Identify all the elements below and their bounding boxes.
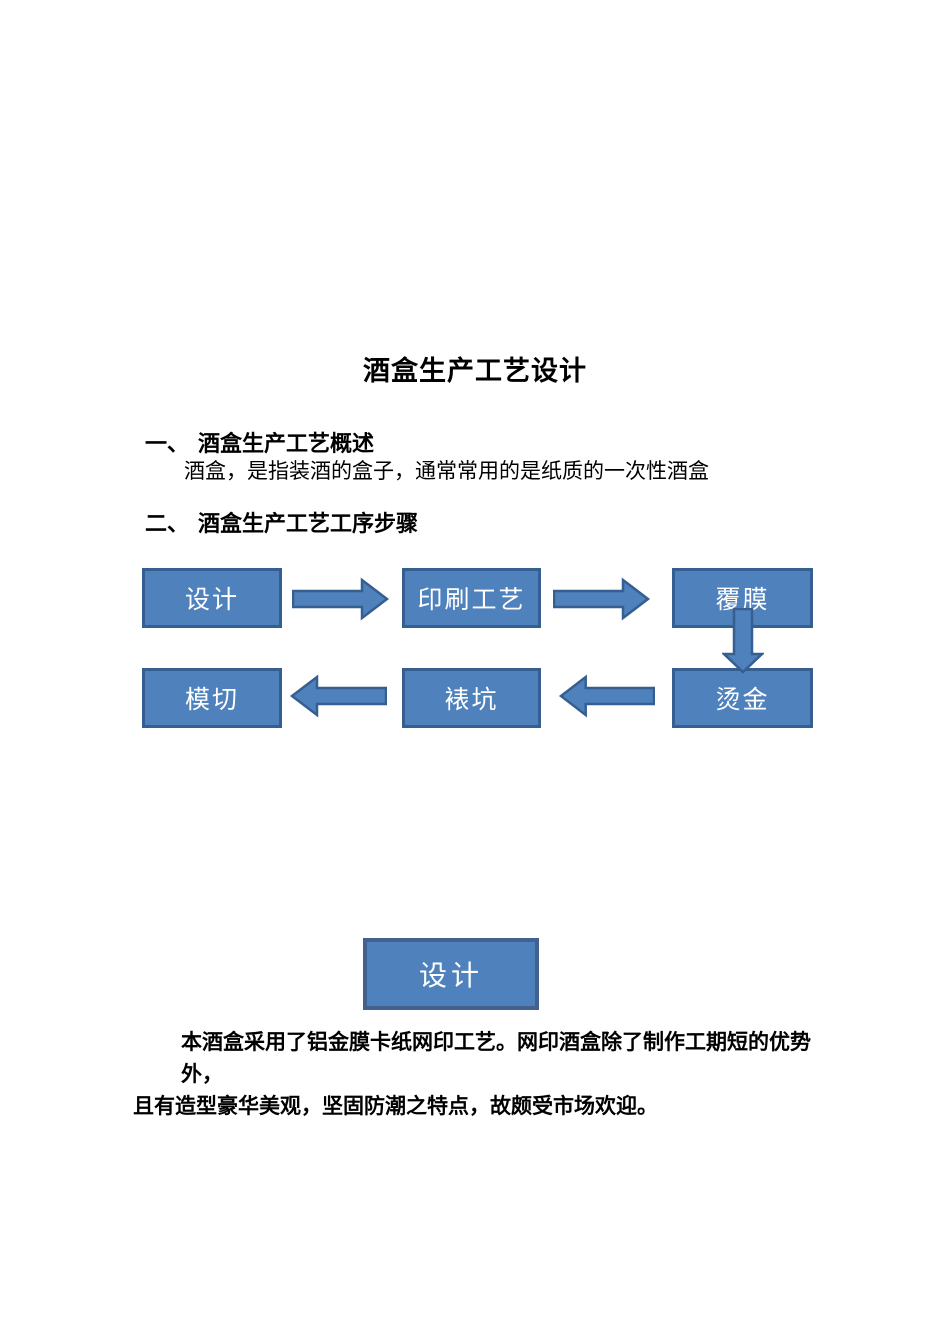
flow-box-design: 设计	[142, 568, 282, 628]
section-1-body-text: 酒盒，是指装酒的盒子，通常常用的是纸质的一次性酒盒	[184, 459, 709, 483]
arrow-left-icon	[558, 674, 655, 718]
arrow-right-icon	[553, 577, 651, 621]
section-1-number: 一、	[145, 431, 190, 456]
footer-line: 本酒盒采用了铝金膜卡纸网印工艺。网印酒盒除了制作工期短的优势外，	[181, 1030, 811, 1086]
section-2-number: 二、	[145, 511, 190, 536]
flow-box-mounting-label: 裱坑	[444, 687, 499, 714]
flow-box-hot-stamping-label: 烫金	[715, 687, 770, 714]
standalone-design-box-label: 设计	[418, 961, 483, 992]
standalone-design-box: 设计	[363, 938, 539, 1010]
flow-box-printing-label: 印刷工艺	[417, 587, 526, 614]
section-1-heading-text: 酒盒生产工艺概述	[198, 431, 375, 456]
flow-box-design-label: 设计	[184, 587, 239, 614]
arrow-down-icon	[722, 608, 764, 674]
footer-paragraph: 本酒盒采用了铝金膜卡纸网印工艺。网印酒盒除了制作工期短的优势外， 且有造型豪华美…	[133, 1026, 838, 1122]
section-1-heading: 一、酒盒生产工艺概述	[145, 426, 374, 458]
footer-line: 且有造型豪华美观，坚固防潮之特点，故颇受市场欢迎。	[133, 1094, 658, 1118]
flow-box-hot-stamping: 烫金	[672, 668, 813, 728]
flow-box-mounting: 裱坑	[402, 668, 541, 728]
flow-box-die-cutting: 模切	[142, 668, 282, 728]
flow-box-die-cutting-label: 模切	[184, 687, 239, 714]
arrow-right-icon	[292, 577, 390, 621]
arrow-left-icon	[289, 674, 387, 718]
section-2-heading: 二、酒盒生产工艺工序步骤	[145, 506, 418, 538]
flow-box-printing: 印刷工艺	[402, 568, 541, 628]
document-title: 酒盒生产工艺设计	[363, 356, 587, 386]
section-2-heading-text: 酒盒生产工艺工序步骤	[198, 511, 419, 536]
